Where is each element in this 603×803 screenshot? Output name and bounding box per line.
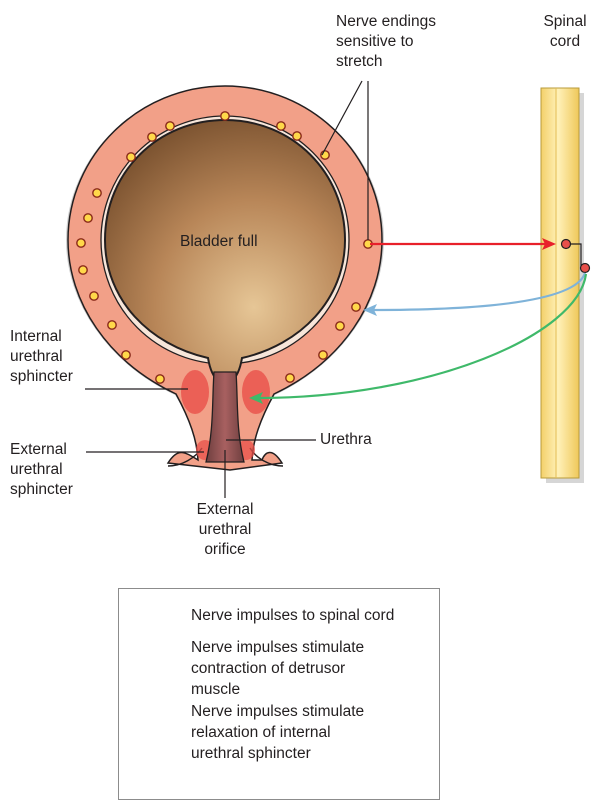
internal-sphincter-label: Internal urethral sphincter	[10, 327, 73, 387]
legend-text-blue: Nerve impulses stimulate contraction of …	[191, 637, 364, 700]
spinal-cord-label: Spinal cord	[538, 12, 592, 52]
bladder-label: Bladder full	[180, 232, 258, 252]
legend-text-red: Nerve impulses to spinal cord	[191, 605, 394, 626]
spinal-cord	[541, 88, 584, 483]
urethra-label: Urethra	[320, 430, 372, 450]
legend-text-green: Nerve impulses stimulate relaxation of i…	[191, 701, 364, 764]
synapse-neuron-2	[581, 264, 590, 273]
synapse-neuron-1	[562, 240, 571, 249]
legend: Nerve impulses to spinal cord Nerve impu…	[118, 588, 440, 800]
nerve-endings-label: Nerve endings sensitive to stretch	[336, 12, 436, 72]
external-orifice-label: External urethral orifice	[190, 500, 260, 560]
bladder	[68, 86, 382, 470]
external-sphincter-label: External urethral sphincter	[10, 440, 73, 500]
